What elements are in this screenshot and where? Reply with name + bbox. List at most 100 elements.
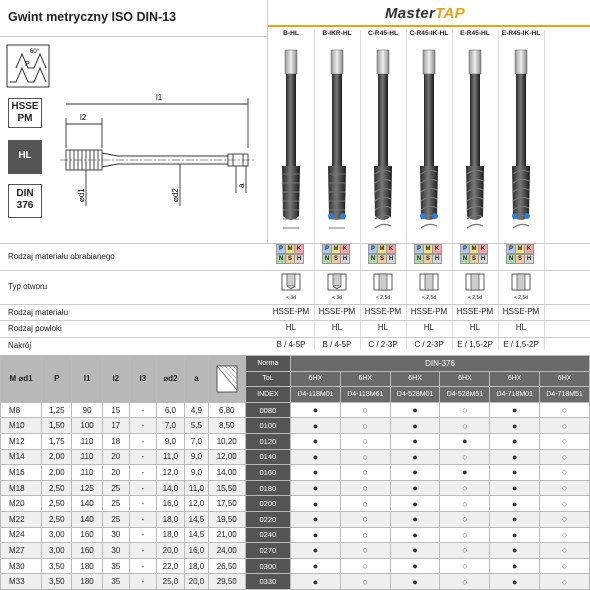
table-cell: 15 <box>101 401 130 419</box>
table-cell: M30 <box>0 557 43 575</box>
unavailable-dot: ○ <box>439 573 491 590</box>
available-dot: ● <box>290 432 341 450</box>
table-cell: 4,9 <box>184 401 209 419</box>
divider <box>0 304 590 305</box>
dim-d2: ⌀d2 <box>171 188 180 202</box>
table-cell: 14,00 <box>207 464 246 481</box>
unavailable-dot: ○ <box>539 542 590 559</box>
index-suffix: 0180 <box>244 479 292 497</box>
available-dot: ● <box>489 432 541 450</box>
table-cell: 110 <box>71 432 103 450</box>
table-cell: 18,0 <box>184 557 209 575</box>
table-cell: - <box>128 417 157 434</box>
unavailable-dot: ○ <box>439 526 491 544</box>
divider <box>0 320 590 321</box>
table-cell: M12 <box>0 432 43 450</box>
unavailable-dot: ○ <box>339 557 391 575</box>
badge-din-text: DIN 376 <box>16 188 34 211</box>
available-dot: ● <box>389 495 441 512</box>
header-p: P <box>41 355 73 403</box>
coating-value: HL <box>331 323 343 332</box>
table-cell: 3,00 <box>41 542 73 559</box>
tool-image <box>314 44 360 234</box>
tol-value: 6HX <box>439 370 491 388</box>
coating-value: HL <box>469 323 481 332</box>
index-suffix: 0100 <box>244 417 292 434</box>
available-dot: ● <box>489 417 541 434</box>
unavailable-dot: ○ <box>439 495 491 512</box>
table-cell: 2,50 <box>41 510 73 528</box>
table-cell: - <box>128 401 157 419</box>
tap-tool-icon <box>282 49 300 229</box>
column-header: B-IKR-HL <box>322 30 352 37</box>
divider <box>0 36 268 37</box>
dim-l1: l1 <box>156 93 163 102</box>
divider <box>314 30 315 350</box>
unavailable-dot: ○ <box>439 542 491 559</box>
table-cell: 25 <box>101 495 130 512</box>
unavailable-dot: ○ <box>539 526 590 544</box>
table-cell: 8,50 <box>207 417 246 434</box>
table-cell: M14 <box>0 448 43 466</box>
unavailable-dot: ○ <box>339 526 391 544</box>
tap-tool-icon <box>420 49 438 229</box>
unavailable-dot: ○ <box>539 432 590 450</box>
available-dot: ● <box>489 479 541 497</box>
tool-image <box>406 44 452 234</box>
unavailable-dot: ○ <box>339 479 391 497</box>
material-letter-h: H <box>294 254 304 264</box>
norma-label: Norma <box>244 355 292 372</box>
table-cell: 14,5 <box>184 510 209 528</box>
unavailable-dot: ○ <box>339 401 391 419</box>
table-cell: - <box>128 526 157 544</box>
material-letter-k: K <box>478 244 488 254</box>
table-cell: 2,00 <box>41 448 73 466</box>
unavailable-dot: ○ <box>539 401 590 419</box>
available-dot: ● <box>389 464 441 481</box>
table-cell: 20 <box>101 464 130 481</box>
dim-d1: ⌀d1 <box>77 188 86 202</box>
table-cell: - <box>128 510 157 528</box>
hole-depth-label: < 2,5d <box>467 295 483 301</box>
divider <box>498 30 499 350</box>
material-letter-m: M <box>469 244 479 254</box>
column-header: C-R45-HL <box>367 30 399 37</box>
table-cell: 3,50 <box>41 557 73 575</box>
tol-value: 6HX <box>539 370 590 388</box>
thread-angle-label: 60° <box>30 49 40 55</box>
material-letter-n: N <box>276 254 286 264</box>
available-dot: ● <box>389 510 441 528</box>
divider <box>406 30 407 350</box>
material-letter-h: H <box>478 254 488 264</box>
row-label-chamfer: Nakrój <box>8 341 32 350</box>
hole-depth-label: < 2,5d <box>375 295 391 301</box>
chamfer-value: B / 4-5P <box>276 340 306 349</box>
table-cell: 24,00 <box>207 542 246 559</box>
available-dot: ● <box>389 432 441 450</box>
through-hole-icon <box>419 273 439 295</box>
thread-pitch-label: P <box>25 61 30 68</box>
tool-image <box>452 44 498 234</box>
table-cell: 6,0 <box>155 401 186 419</box>
material-letter-n: N <box>368 254 378 264</box>
table-cell: - <box>128 448 157 466</box>
header-l3: l3 <box>128 355 157 403</box>
material-letter-m: M <box>331 244 341 254</box>
available-dot: ● <box>489 464 541 481</box>
material-letter-p: P <box>368 244 378 254</box>
unavailable-dot: ○ <box>539 510 590 528</box>
tol-value: 6HX <box>290 370 341 388</box>
unavailable-dot: ○ <box>539 448 590 466</box>
available-dot: ● <box>290 573 341 590</box>
table-cell: 9,0 <box>184 464 209 481</box>
material-letter-k: K <box>340 244 350 254</box>
available-dot: ● <box>439 464 491 481</box>
column-header: E-R45-IK-HL <box>501 30 541 37</box>
material-letter-s: S <box>285 254 295 264</box>
table-cell: 1,25 <box>41 401 73 419</box>
coating-value: HL <box>377 323 389 332</box>
index-code: D4-528M01 <box>389 386 441 403</box>
